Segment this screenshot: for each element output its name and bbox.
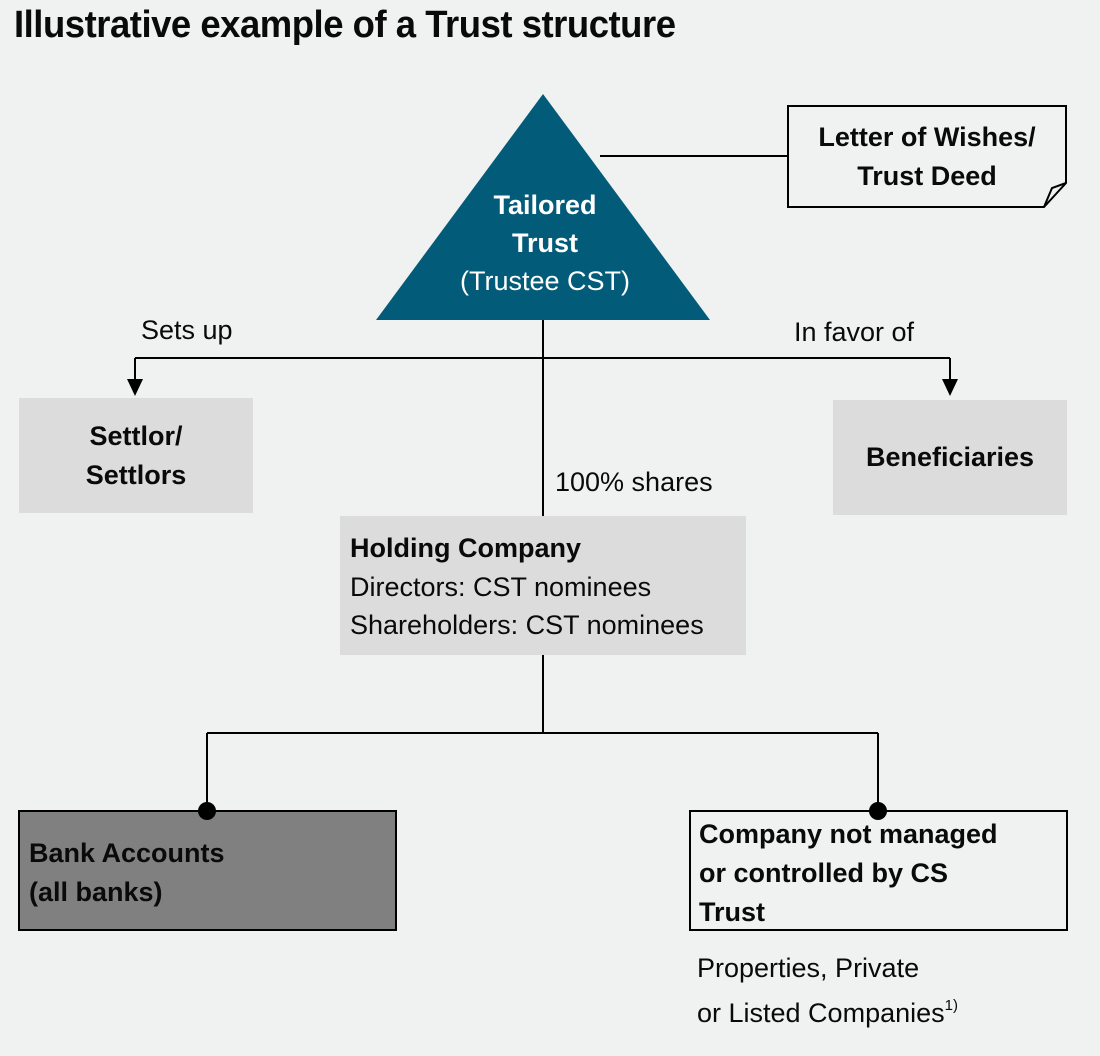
holding-directors: Directors: CST nominees [350, 572, 652, 602]
company-connector-dot [869, 802, 887, 820]
beneficiaries-box[interactable]: Beneficiaries [833, 400, 1067, 515]
footnote-marker: 1) [944, 997, 958, 1014]
trust-label[interactable]: Tailored Trust (Trustee CST) [459, 190, 630, 296]
holding-name: Holding Company [350, 533, 581, 563]
sets-up-label: Sets up [141, 315, 233, 345]
shares-label: 100% shares [555, 467, 713, 497]
holding-company-box[interactable]: Holding Company Directors: CST nominees … [340, 516, 746, 655]
arrow-beneficiaries [942, 379, 958, 396]
arrow-settlor [127, 379, 143, 396]
holding-shareholders: Shareholders: CST nominees [350, 610, 704, 640]
page-title: Illustrative example of a Trust structur… [14, 4, 676, 46]
document-fold [1043, 182, 1067, 208]
letter-of-wishes-document[interactable]: Letter of Wishes/ Trust Deed [818, 121, 1036, 191]
trust-triangle [376, 94, 710, 320]
bank-box-shape [18, 810, 397, 931]
in-favor-of-label: In favor of [794, 317, 915, 347]
document-shape [787, 105, 1067, 208]
company-box-shape [689, 810, 1068, 931]
company-box[interactable]: Company not managed or controlled by CS … [699, 819, 998, 927]
settlor-box[interactable]: Settlor/ Settlors [19, 398, 253, 513]
company-note: Properties, Private or Listed Companies1… [697, 953, 958, 1028]
bank-connector-dot [198, 802, 216, 820]
bank-accounts-box[interactable]: Bank Accounts (all banks) [29, 838, 225, 907]
